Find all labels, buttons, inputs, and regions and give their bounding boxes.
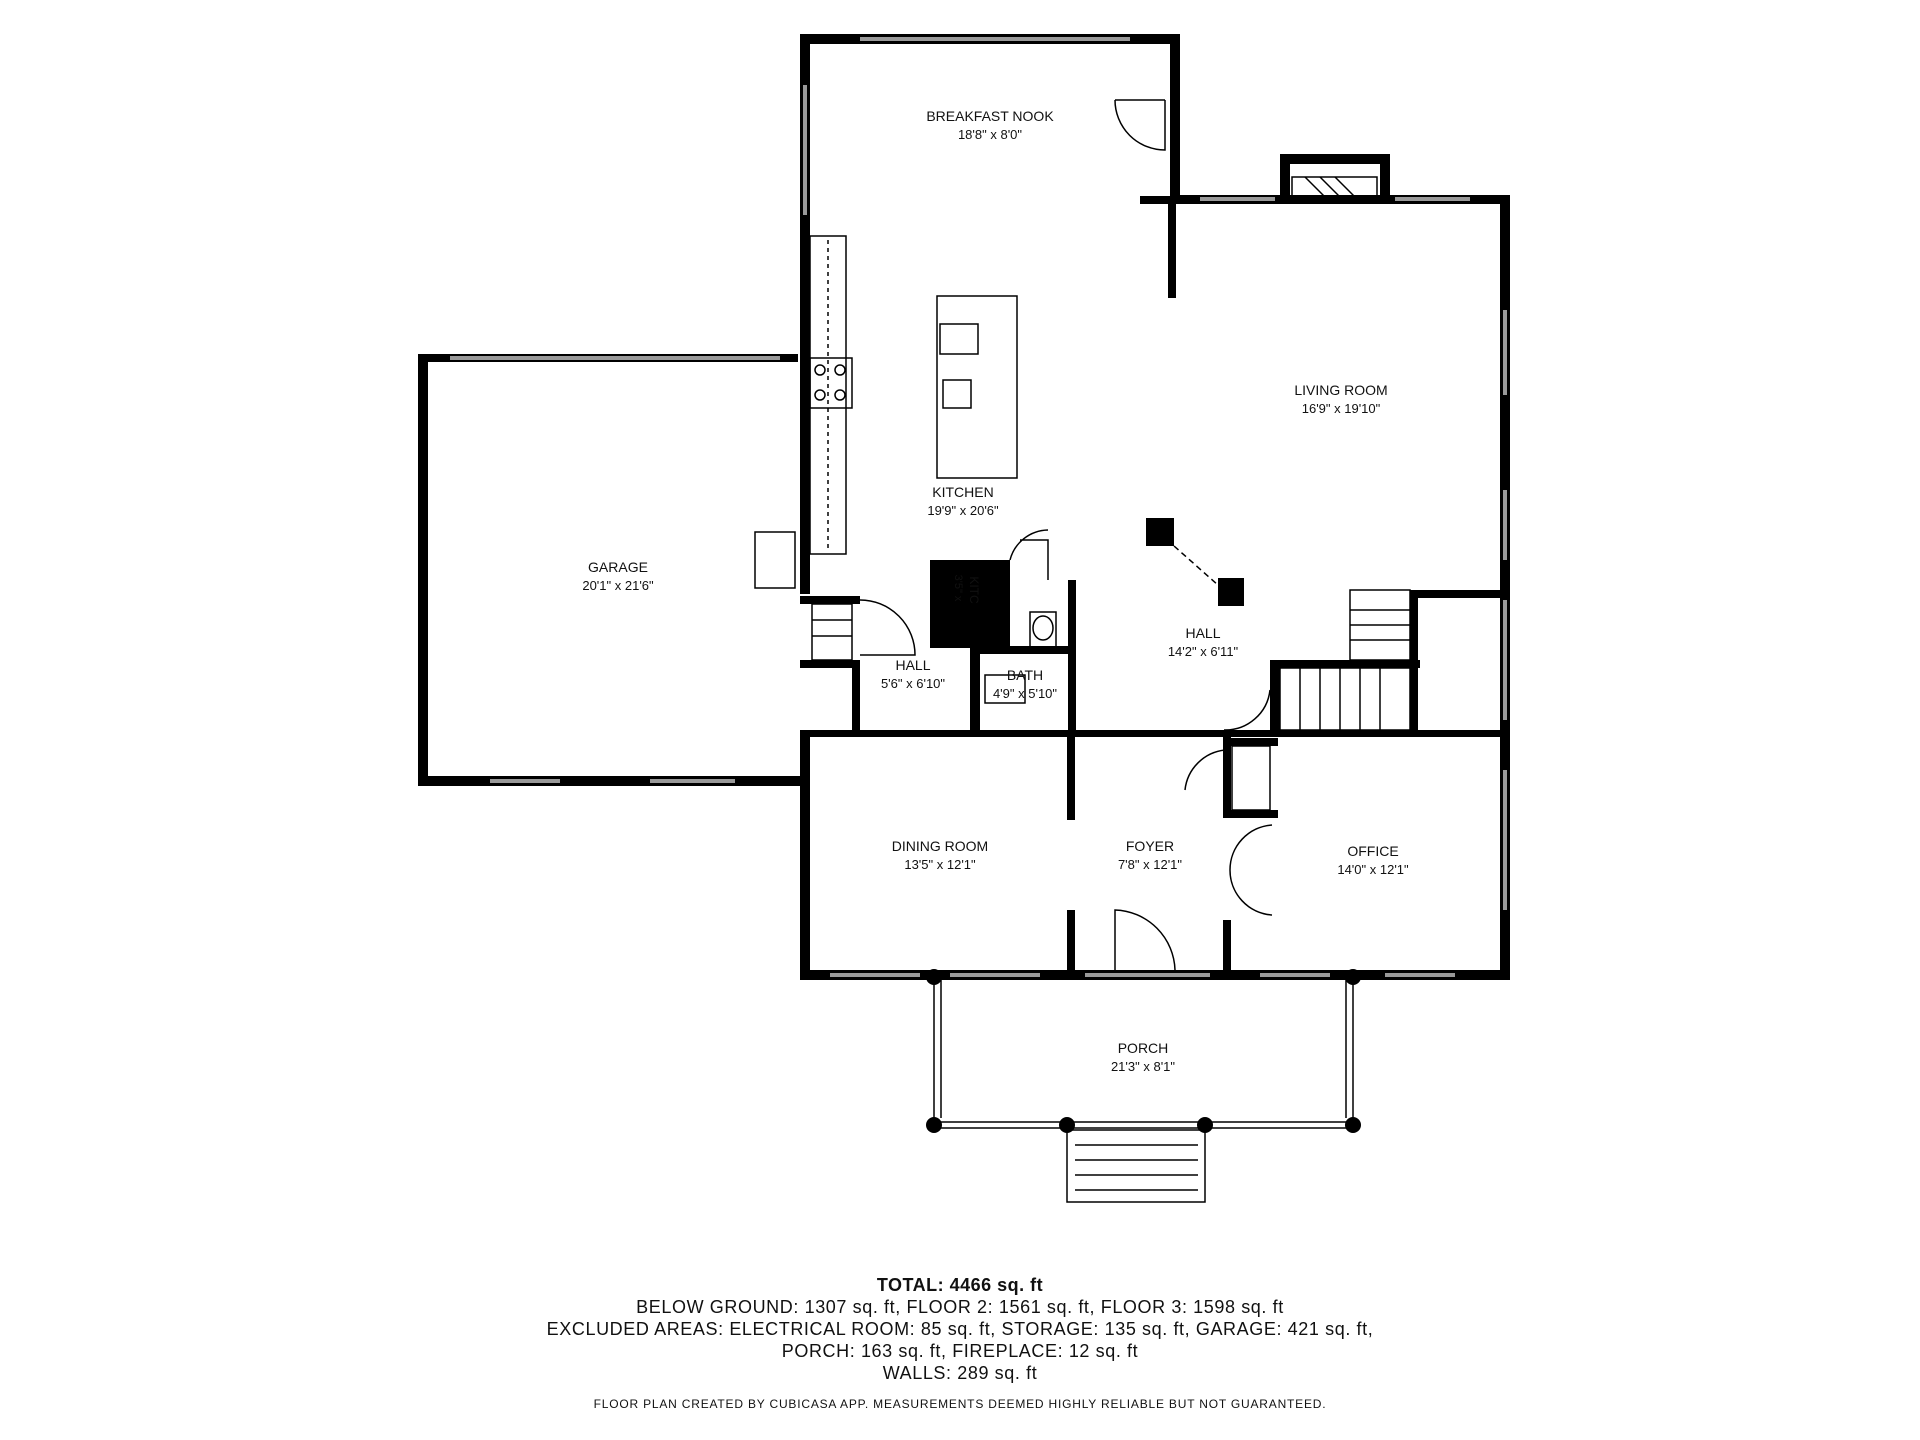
room-name-bath: BATH	[1007, 667, 1043, 683]
room-dims-kitchen: 19'9" x 20'6"	[927, 503, 999, 518]
room-dims-foyer: 7'8" x 12'1"	[1118, 857, 1182, 872]
area-line-excluded: EXCLUDED AREAS: ELECTRICAL ROOM: 85 sq. …	[546, 1319, 1374, 1339]
room-dims-breakfast-nook: 18'8" x 8'0"	[958, 127, 1022, 142]
room-name-foyer: FOYER	[1126, 838, 1174, 854]
room-dims-porch: 21'3" x 8'1"	[1111, 1059, 1175, 1074]
room-dims-hall-center: 14'2" x 6'11"	[1168, 644, 1239, 659]
room-dims-bath: 4'9" x 5'10"	[993, 686, 1057, 701]
room-name-living-room: LIVING ROOM	[1294, 382, 1387, 398]
exterior-walls	[418, 34, 1510, 1133]
room-dims-office: 14'0" x 12'1"	[1337, 862, 1409, 877]
room-dims-garage: 20'1" x 21'6"	[582, 578, 654, 593]
room-name-garage: GARAGE	[588, 559, 648, 575]
area-line-walls: WALLS: 289 sq. ft	[882, 1363, 1038, 1383]
area-line-porch: PORCH: 163 sq. ft, FIREPLACE: 12 sq. ft	[781, 1341, 1139, 1361]
room-labels: BREAKFAST NOOK 18'8" x 8'0" KITCHEN 19'9…	[582, 108, 1409, 1074]
room-name-kitchen: KITCHEN	[932, 484, 993, 500]
room-name-porch: PORCH	[1118, 1040, 1169, 1056]
room-name-hall-left: HALL	[895, 657, 930, 673]
room-name-kitchen-small: KITC	[967, 576, 981, 604]
area-line-floors: BELOW GROUND: 1307 sq. ft, FLOOR 2: 1561…	[636, 1297, 1284, 1317]
room-dims-kitchen-small: 3'5" x	[952, 575, 964, 602]
room-name-breakfast-nook: BREAKFAST NOOK	[926, 108, 1054, 124]
room-name-office: OFFICE	[1347, 843, 1398, 859]
room-dims-dining-room: 13'5" x 12'1"	[904, 857, 976, 872]
room-dims-living-room: 16'9" x 19'10"	[1302, 401, 1381, 416]
total-area: TOTAL: 4466 sq. ft	[876, 1275, 1044, 1295]
disclaimer-footer: FLOOR PLAN CREATED BY CUBICASA APP. MEAS…	[593, 1397, 1327, 1411]
room-name-dining-room: DINING ROOM	[892, 838, 988, 854]
room-name-hall-center: HALL	[1185, 625, 1220, 641]
fixtures-and-windows	[450, 37, 1507, 1203]
room-dims-hall-left: 5'6" x 6'10"	[881, 676, 945, 691]
